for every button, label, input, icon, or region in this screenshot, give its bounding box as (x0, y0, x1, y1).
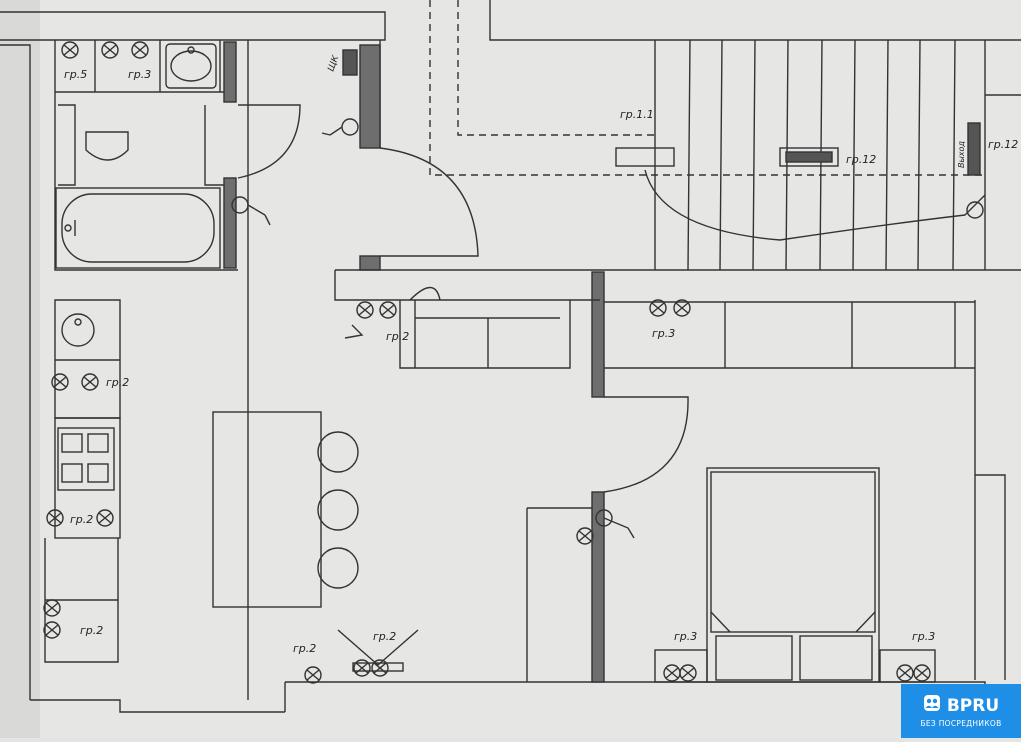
socket-symbol (96, 509, 114, 527)
label-gr3-bedroom-1: гр.3 (674, 630, 697, 643)
label-gr2-living-2: гр.2 (373, 630, 396, 643)
label-gr2-kitchen-1: гр.2 (106, 376, 129, 389)
label-gr12-a: гр.12 (846, 153, 876, 166)
cooktop-burners (61, 433, 109, 483)
socket-symbol (673, 299, 691, 317)
dashed-boundary (429, 0, 985, 176)
socket-symbol (913, 664, 931, 682)
socket-symbol (43, 621, 61, 639)
bedroom (526, 302, 956, 683)
label-gr2-living-1: гр.2 (293, 642, 316, 655)
electrical-symbols (43, 41, 984, 684)
socket-symbol (576, 527, 594, 545)
socket-symbol (46, 509, 64, 527)
watermark-tagline: БЕЗ ПОСРЕДНИКОВ (920, 719, 1002, 728)
label-gr12-b: гр.12 (988, 138, 1018, 151)
people-icon-svg (923, 695, 940, 711)
entrance-hall (247, 40, 1021, 700)
socket-symbol (649, 299, 667, 317)
switch-symbol (344, 324, 364, 339)
socket-symbol (131, 41, 149, 59)
socket-symbol (679, 664, 697, 682)
switch-symbol (231, 196, 271, 226)
panel-box (342, 49, 358, 76)
loggia-floor (615, 39, 986, 271)
label-gr3-hall: гр.3 (652, 327, 675, 340)
socket-symbol (356, 301, 374, 319)
socket-symbol (101, 41, 119, 59)
switch-symbol (595, 509, 635, 539)
label-gr2-kitchen-2: гр.2 (70, 513, 93, 526)
label-gr5: гр.5 (64, 68, 87, 81)
people-icon (923, 694, 941, 717)
socket-symbol (896, 664, 914, 682)
socket-symbol (81, 373, 99, 391)
label-gr11: гр.1.1 (620, 108, 654, 121)
socket-symbol (304, 666, 322, 684)
paper-edge-shade (0, 0, 40, 738)
watermark-brand: BPRU (946, 695, 1000, 716)
label-gr3-bedroom-2: гр.3 (912, 630, 935, 643)
switch-symbol (321, 118, 359, 136)
kitchen (44, 299, 359, 663)
label-gr2-kitchen-3: гр.2 (80, 624, 103, 637)
bathroom (54, 40, 301, 271)
socket-symbol (51, 373, 69, 391)
watermark-badge: BPRU БЕЗ ПОСРЕДНИКОВ (901, 684, 1021, 738)
ceiling-light (337, 629, 419, 672)
socket-symbol (61, 41, 79, 59)
socket-symbol (43, 599, 61, 617)
label-gr2-hall: гр.2 (386, 330, 409, 343)
socket-symbol (379, 301, 397, 319)
group-labels: гр.5 гр.3 гр.2 гр.3 гр.2 гр.2 гр.2 гр.2 … (64, 54, 1018, 655)
label-exit: Выход (957, 141, 966, 168)
label-gr3-bath: гр.3 (128, 68, 151, 81)
watermark-top: BPRU (923, 694, 999, 717)
